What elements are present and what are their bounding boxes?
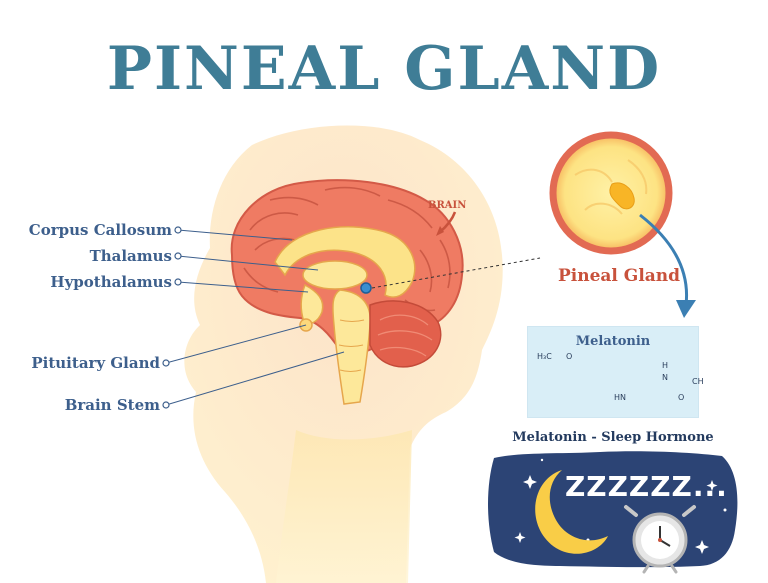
- melatonin-box: Melatonin: [527, 326, 699, 418]
- atom-n2: N: [662, 373, 668, 382]
- stars: [514, 458, 727, 554]
- page-title: PINEAL GLAND: [106, 34, 662, 104]
- sleep-hormone-title: Melatonin - Sleep Hormone: [512, 430, 714, 445]
- label-corpus-callosum: Corpus Callosum: [28, 221, 172, 239]
- brain-arrow-head: [436, 226, 444, 236]
- atom-methoxy: H₃C: [537, 352, 552, 361]
- thalamus: [302, 260, 368, 290]
- atom-nh-h: H: [662, 361, 668, 370]
- pineal-gland-zoom-shape: [609, 182, 635, 210]
- curved-arrow: [639, 213, 689, 306]
- curved-arrow-head: [676, 300, 696, 318]
- label-leader-dots: [162, 226, 182, 409]
- label-brain-stem: Brain Stem: [64, 396, 160, 414]
- pineal-zoom-texture: [574, 159, 648, 215]
- label-pituitary-gland: Pituitary Gland: [31, 354, 160, 372]
- atom-o2: O: [678, 393, 684, 402]
- label-thalamus: Thalamus: [89, 247, 172, 265]
- corpus-callosum: [274, 226, 416, 298]
- cerebellum-folds: [377, 314, 433, 357]
- brain-stem-lines: [338, 319, 365, 372]
- pineal-gland-location: [360, 282, 372, 294]
- label-leader-lines: [165, 229, 345, 406]
- pineal-dash-line: [371, 257, 541, 289]
- moon-icon: [535, 470, 608, 554]
- atom-hn: HN: [614, 393, 626, 402]
- pineal-gland-label: Pineal Gland: [558, 266, 681, 286]
- zzz-text: ZZZZZZ...: [565, 470, 728, 503]
- hypothalamus: [300, 283, 324, 325]
- atom-ch3: CH: [692, 377, 704, 386]
- brain-label: BRAIN: [428, 200, 467, 211]
- neck: [276, 430, 412, 583]
- melatonin-title: Melatonin: [575, 334, 651, 349]
- atom-o1: O: [566, 352, 572, 361]
- alarm-clock-icon: [624, 505, 696, 574]
- label-hypothalamus: Hypothalamus: [50, 273, 172, 291]
